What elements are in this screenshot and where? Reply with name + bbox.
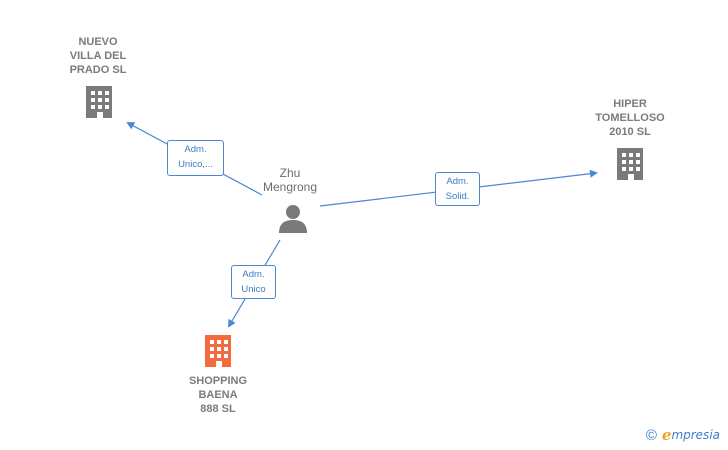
node-label-nuevo-villa[interactable]: NUEVO VILLA DEL PRADO SL: [69, 36, 127, 76]
watermark: © e mpresia: [646, 426, 720, 444]
edge-label-to-shopping[interactable]: Adm. Unico: [231, 265, 276, 299]
node-label-shopping[interactable]: SHOPPING BAENA 888 SL: [188, 375, 248, 415]
node-label-hiper[interactable]: HIPER TOMELLOSO 2010 SL: [595, 98, 665, 138]
edge-label-to-hiper[interactable]: Adm. Solid.: [435, 172, 480, 206]
person-icon[interactable]: [278, 204, 308, 234]
brand-logo-text: mpresia: [671, 428, 720, 442]
brand-logo-initial: e: [661, 426, 672, 444]
copyright-symbol: ©: [645, 426, 657, 444]
building-icon[interactable]: [84, 84, 116, 120]
building-icon[interactable]: [203, 333, 235, 369]
edge-label-to-nuevo-villa[interactable]: Adm. Unico,...: [167, 140, 224, 176]
building-icon[interactable]: [615, 146, 647, 182]
node-label-person[interactable]: Zhu Mengrong: [262, 166, 318, 194]
